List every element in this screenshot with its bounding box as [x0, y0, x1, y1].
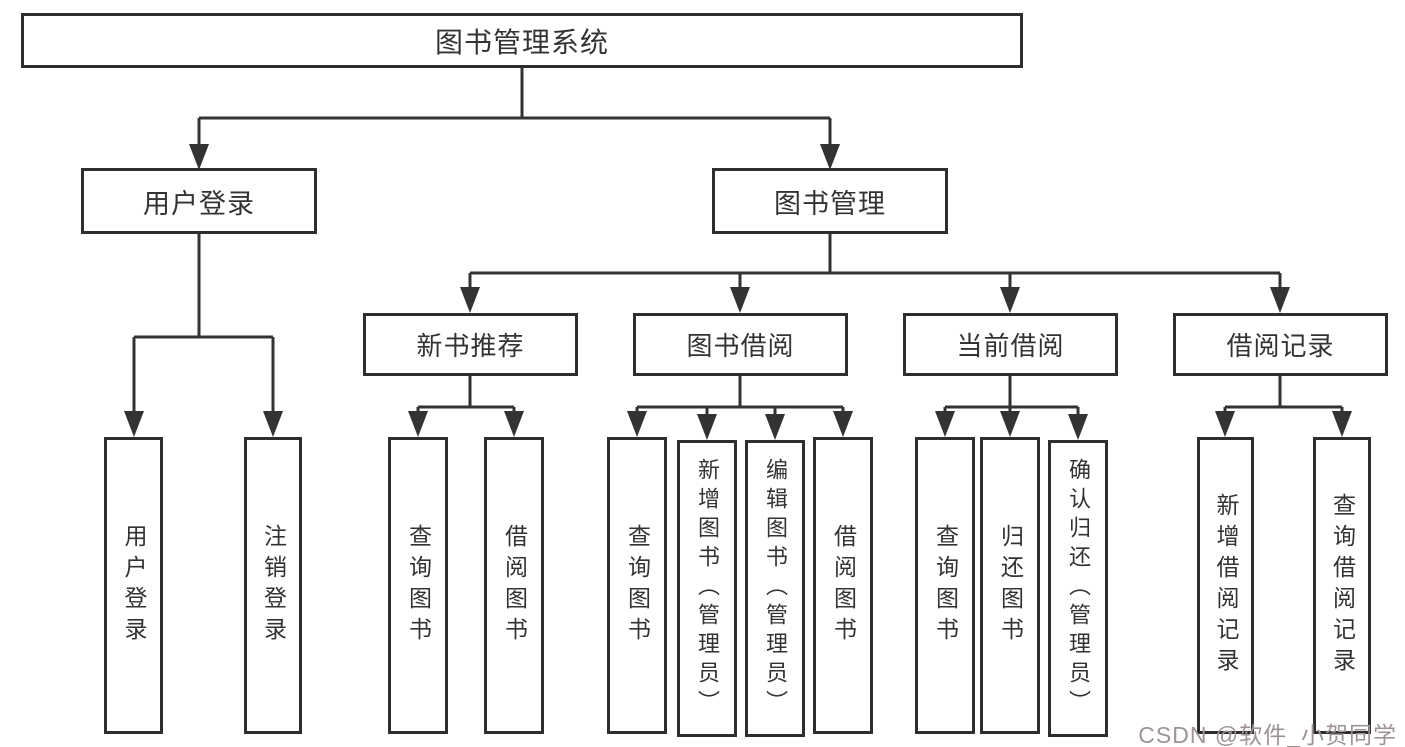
node-leaf-edit-books-admin: 编辑图书（管理员） — [745, 440, 805, 737]
arrow-icon — [263, 411, 283, 437]
node-current-borrow: 当前借阅 — [903, 313, 1118, 376]
node-library-management-system: 图书管理系统 — [21, 13, 1023, 68]
arrow-icon — [820, 144, 840, 170]
node-label: 确认归还（管理员） — [1066, 458, 1091, 719]
node-label: 新增借阅记录 — [1213, 492, 1239, 679]
node-label: 查询图书 — [624, 523, 651, 648]
node-leaf-query-books-borrow: 查询图书 — [607, 437, 667, 734]
node-leaf-query-borrow-record: 查询借阅记录 — [1313, 437, 1371, 734]
connector-book-borrow — [635, 376, 845, 417]
node-leaf-user-login: 用户登录 — [104, 437, 163, 734]
node-user-login: 用户登录 — [81, 168, 317, 234]
node-label: 用户登录 — [143, 188, 255, 219]
connector-borrow-records — [1223, 376, 1344, 417]
node-borrow-records: 借阅记录 — [1173, 313, 1388, 376]
arrow-icon — [1068, 414, 1088, 440]
connector-book-management — [468, 234, 1282, 293]
node-leaf-logout: 注销登录 — [244, 437, 302, 734]
node-label: 新增图书（管理员） — [695, 458, 720, 719]
arrow-icon — [1000, 411, 1020, 437]
connector-user-login — [132, 234, 275, 417]
node-label: 借阅记录 — [1226, 331, 1335, 361]
node-leaf-query-books-recommend: 查询图书 — [388, 437, 448, 734]
arrow-icon — [1215, 411, 1235, 437]
node-book-management: 图书管理 — [712, 168, 948, 234]
node-label: 查询图书 — [932, 523, 959, 648]
arrow-icon — [124, 411, 144, 437]
arrow-icon — [730, 287, 750, 313]
arrow-icon — [935, 411, 955, 437]
node-label: 用户登录 — [121, 523, 147, 648]
node-label: 当前借阅 — [956, 331, 1065, 361]
node-label: 图书管理系统 — [434, 26, 609, 58]
arrow-icon — [460, 287, 480, 313]
node-label: 新书推荐 — [416, 331, 525, 361]
node-label: 查询借阅记录 — [1329, 492, 1356, 679]
node-leaf-add-borrow-record: 新增借阅记录 — [1197, 437, 1254, 734]
arrow-icon — [189, 144, 209, 170]
node-leaf-confirm-return-admin: 确认归还（管理员） — [1048, 440, 1108, 737]
arrow-icon — [833, 411, 853, 437]
arrow-icon — [1000, 287, 1020, 313]
node-leaf-add-books-admin: 新增图书（管理员） — [677, 440, 737, 737]
arrow-icon — [627, 411, 647, 437]
arrow-icon — [408, 411, 428, 437]
node-label: 编辑图书（管理员） — [763, 458, 788, 719]
node-leaf-borrow-books-recommend: 借阅图书 — [484, 437, 544, 734]
node-label: 查询图书 — [405, 523, 432, 648]
node-book-borrow: 图书借阅 — [633, 313, 848, 376]
node-label: 归还图书 — [997, 523, 1024, 648]
node-leaf-return-books: 归还图书 — [980, 437, 1040, 734]
arrowheads — [124, 144, 1352, 440]
node-label: 图书借阅 — [686, 331, 795, 361]
arrow-icon — [765, 414, 785, 440]
arrow-icon — [504, 411, 524, 437]
node-leaf-borrow-books: 借阅图书 — [813, 437, 873, 734]
node-label: 借阅图书 — [830, 523, 857, 648]
arrow-icon — [1332, 411, 1352, 437]
connector-current-borrow — [943, 376, 1080, 417]
csdn-watermark: CSDN @软件_小贺同学 — [1138, 722, 1397, 747]
arrow-icon — [1270, 287, 1290, 313]
connector-new-book-recommend — [416, 376, 516, 417]
node-label: 注销登录 — [260, 523, 287, 648]
connector-root — [197, 68, 832, 150]
node-label: 图书管理 — [774, 188, 886, 219]
arrow-icon — [697, 414, 717, 440]
node-label: 借阅图书 — [501, 523, 528, 648]
node-new-book-recommend: 新书推荐 — [363, 313, 578, 376]
node-leaf-query-books-current: 查询图书 — [915, 437, 975, 734]
